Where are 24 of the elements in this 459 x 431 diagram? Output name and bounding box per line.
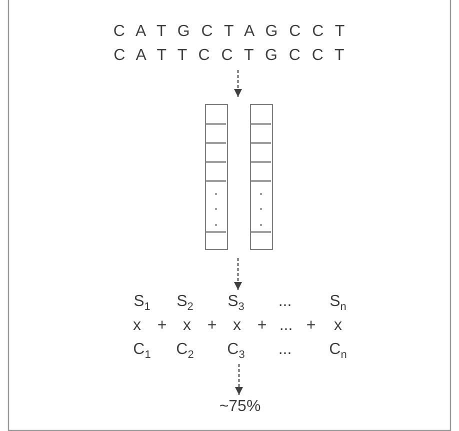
formula-term: S$_{3}$	[228, 292, 244, 316]
sequence-text: C A T G C T A G C C T	[112, 22, 346, 42]
formula-term: S$_{1}$	[134, 292, 150, 316]
formula-term: C$_{2}$	[176, 340, 194, 364]
formula-term: C$_{n}$	[329, 340, 347, 364]
formula-term: x	[233, 316, 241, 336]
formula-term: ...	[278, 340, 292, 360]
formula-term: +	[207, 316, 217, 336]
formula-term: S$_{2}$	[176, 292, 194, 316]
formula-term: x	[183, 316, 191, 336]
array-column	[205, 104, 228, 250]
formula-term: +	[257, 316, 267, 336]
formula-term: C$_{3}$	[227, 340, 245, 364]
result-text: ~75%	[218, 397, 262, 417]
formula-term: ...	[278, 292, 292, 312]
sequence-text: C A T T C C T G C C T	[112, 46, 346, 66]
formula-term: S$_{n}$	[330, 292, 346, 316]
formula-term: +	[157, 316, 167, 336]
array-column	[250, 104, 273, 250]
formula-term: ...	[279, 316, 293, 336]
formula-term: C$_{1}$	[133, 340, 151, 364]
formula-term: x	[133, 316, 141, 336]
formula-term: x	[334, 316, 342, 336]
formula-term: +	[306, 316, 316, 336]
